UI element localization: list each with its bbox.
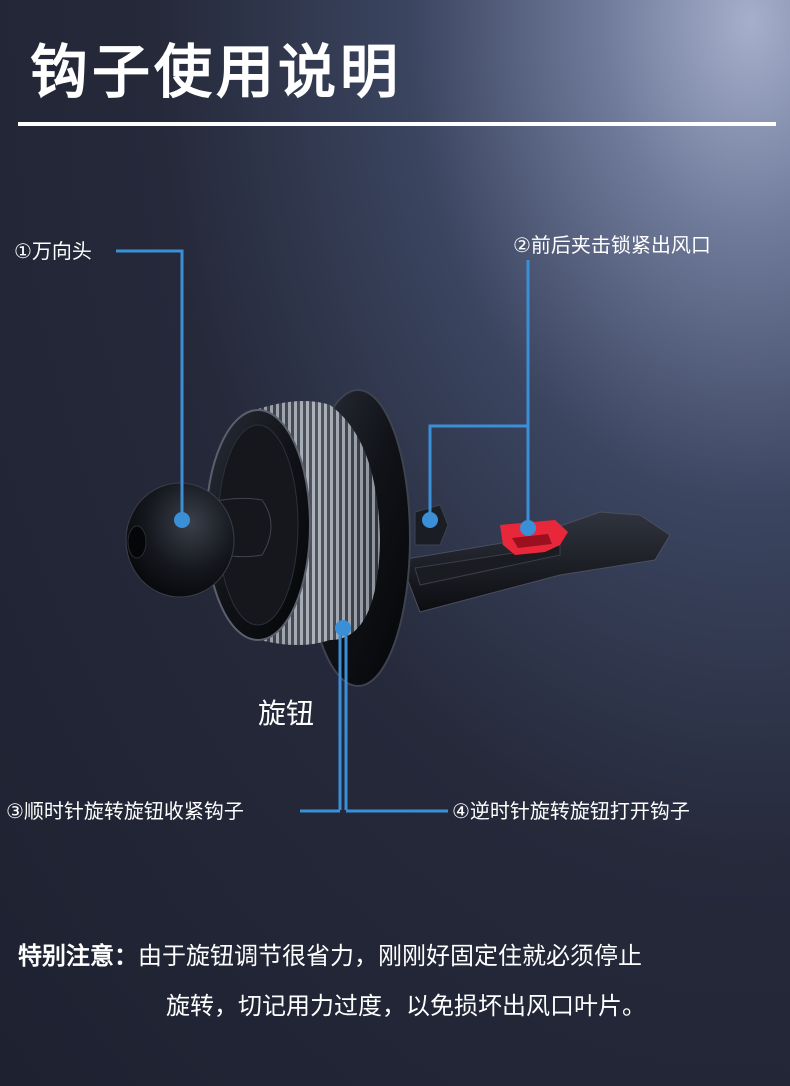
notice-text-1: 由于旋钮调节很省力，刚刚好固定住就必须停止 [138,942,642,970]
callout-dot-2b [520,520,536,536]
label-front-back-clip: ②前后夹击锁紧出风口 [513,233,711,257]
callout-dot-2a [422,512,438,528]
callout-line-1 [116,249,184,520]
notice-key: 特别注意： [18,942,138,970]
label-universal-head: ①万向头 [14,239,92,263]
label-knob: 旋钮 [258,697,315,730]
universal-ball [125,482,235,598]
notice-line-2: 旋转，切记用力过度，以免损坏出风口叶片。 [166,992,646,1020]
title-divider [18,122,776,126]
callout-dot-1 [174,512,190,528]
label-counterclockwise: ④逆时针旋转旋钮打开钩子 [452,799,690,823]
notice-line-1: 特别注意：由于旋钮调节很省力，刚刚好固定住就必须停止 [18,936,788,976]
callout-dot-knob [335,620,351,636]
callout-line-2 [428,424,528,520]
label-clockwise: ③顺时针旋转旋钮收紧钩子 [6,799,244,823]
hook-arm-groove [414,544,561,586]
page-title: 钩子使用说明 [30,38,403,106]
